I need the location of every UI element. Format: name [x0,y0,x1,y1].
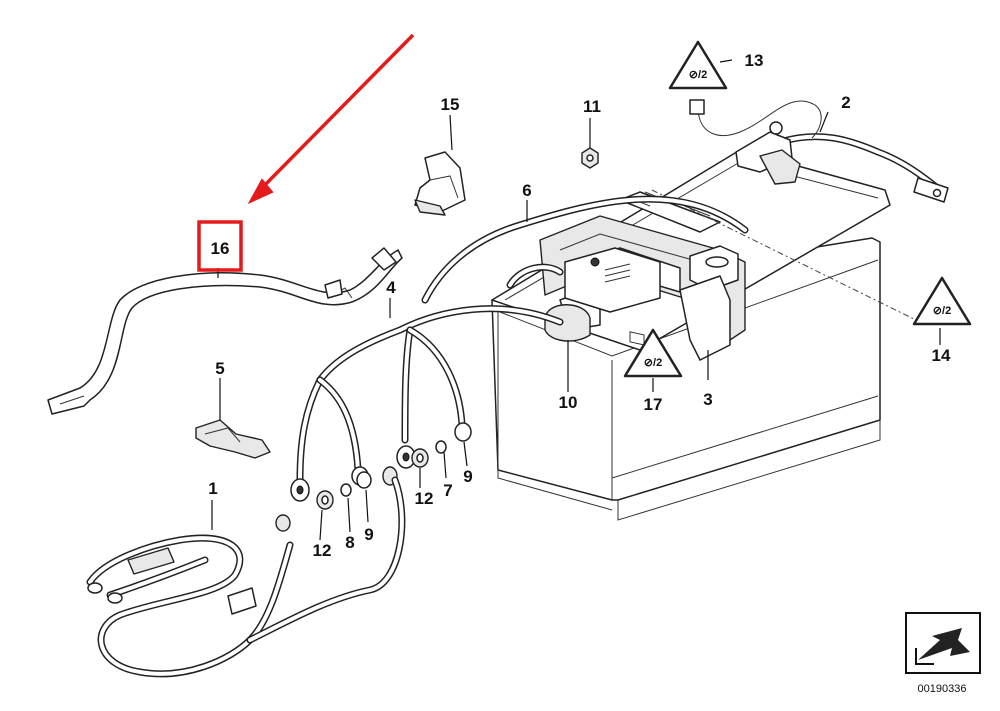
cable-1 [86,476,406,678]
positive-cable-6 [421,195,749,304]
callout-16: 16 [211,239,230,258]
highlight-annotation [197,33,415,272]
callout-7: 7 [443,481,452,500]
svg-text:⊘/2: ⊘/2 [644,357,662,369]
warning-symbol-17: ⊘/2 [623,328,683,378]
callout-9b: 9 [463,467,472,486]
callout-5: 5 [215,359,224,378]
callout-4: 4 [386,278,396,297]
warning-symbol-13: ⊘/2 [668,40,728,90]
reference-number: 00190336 [918,683,967,695]
callout-labels: 1 2 3 4 5 6 7 8 9 9 10 11 12 12 13 14 15… [208,51,951,560]
callout-12a: 12 [313,541,332,560]
callout-1: 1 [208,479,217,498]
warning-symbol-14: ⊘/2 [912,276,972,326]
callout-12b: 12 [415,489,434,508]
callout-9a: 9 [364,525,373,544]
callout-3: 3 [703,390,712,409]
callout-10: 10 [559,393,578,412]
part-5-clip [195,419,271,459]
callout-8: 8 [345,533,354,552]
part-16-cable-holder [47,247,403,415]
reference-stamp: 00190336 [905,612,981,695]
svg-text:⊘/2: ⊘/2 [689,69,707,81]
callout-2: 2 [841,93,850,112]
fasteners [275,147,599,532]
callout-17: 17 [644,395,663,414]
highlight-box [197,220,243,272]
svg-text:⊘/2: ⊘/2 [933,305,951,317]
callout-13: 13 [745,51,764,70]
leader-lines [211,59,941,541]
callout-6: 6 [522,181,531,200]
highlight-arrow [256,33,415,194]
part-15-bracket [414,151,466,216]
callout-11: 11 [583,97,601,116]
negative-battery-cable [689,99,949,203]
callout-15: 15 [441,95,460,114]
callout-14: 14 [932,346,951,365]
